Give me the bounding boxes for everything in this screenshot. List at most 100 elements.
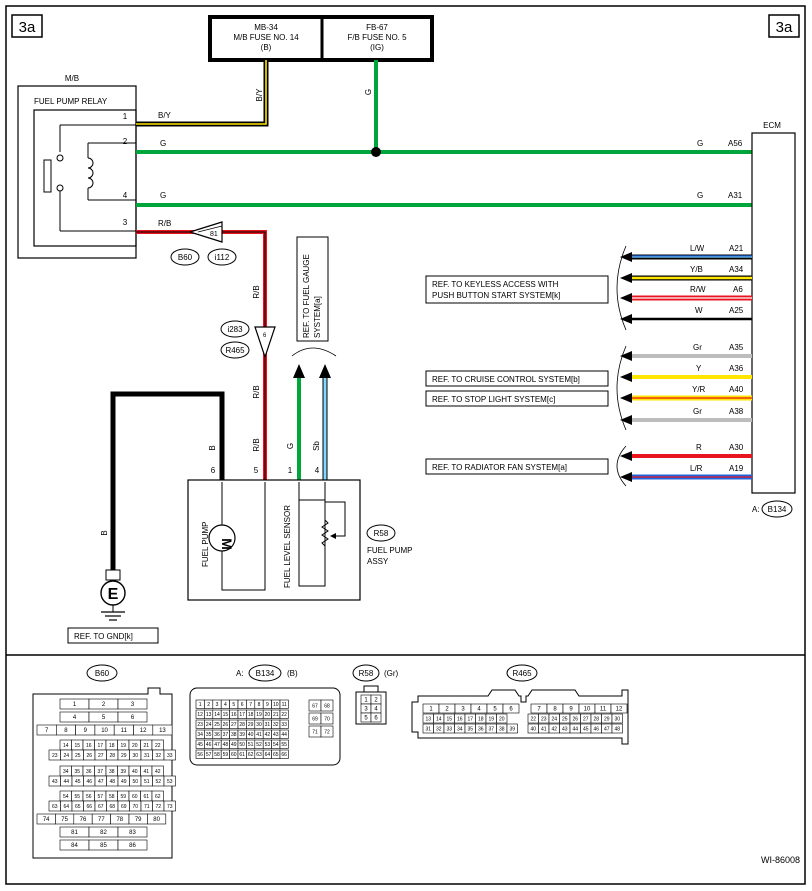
ecm-pin-a31: A31 xyxy=(728,191,743,200)
pin-number: 61 xyxy=(143,794,149,800)
pin-number: 76 xyxy=(80,817,87,823)
pin-number: 11 xyxy=(600,707,607,713)
pin-number: 31 xyxy=(144,753,150,759)
fuse-2-line3: (IG) xyxy=(370,43,384,52)
pin-number: 5 xyxy=(232,702,235,708)
pin-number: 20 xyxy=(132,743,138,749)
pin-number: 51 xyxy=(248,742,254,748)
ecm-pin-a40: A40 xyxy=(729,385,744,394)
pin-number: 19 xyxy=(488,716,494,722)
pin-number: 8 xyxy=(258,702,261,708)
mb-label: M/B xyxy=(65,74,79,83)
pin-number: 39 xyxy=(120,769,126,775)
fuse-1-line1: MB-34 xyxy=(254,23,278,32)
ref-cruise-text: REF. TO CRUISE CONTROL SYSTEM[b] xyxy=(432,375,580,384)
pin-number: 42 xyxy=(155,769,161,775)
pin-number: 36 xyxy=(478,726,484,732)
pin-number: 38 xyxy=(499,726,505,732)
ref-gnd-text: REF. TO GND[k] xyxy=(74,632,133,641)
wire-label-b-pin: B xyxy=(100,530,109,535)
ecm-pin-a35: A35 xyxy=(729,343,744,352)
pin-number: 71 xyxy=(144,804,150,810)
pin-number: 24 xyxy=(63,753,69,759)
motor-letter: M xyxy=(219,538,235,550)
fuse-2-line1: FB-67 xyxy=(366,23,388,32)
conn-b60-label: B60 xyxy=(178,253,193,262)
pump-internal xyxy=(221,482,346,591)
pin-cell xyxy=(279,709,289,719)
pin-number: 20 xyxy=(499,716,505,722)
pin-number: 36 xyxy=(86,769,92,775)
pin-number: 1 xyxy=(429,707,433,713)
relay-pin-1: 1 xyxy=(123,112,128,121)
ground-symbol xyxy=(100,569,126,621)
pin-number: 24 xyxy=(551,716,557,722)
pin-number: 38 xyxy=(231,732,237,738)
pin-number: 5 xyxy=(493,707,497,713)
pin-number: 30 xyxy=(614,716,620,722)
pin-cell xyxy=(279,719,289,729)
ecm-box xyxy=(751,132,796,494)
conn-b60-title-oval xyxy=(86,664,118,682)
pin-number: 28 xyxy=(109,753,115,759)
pin-number: 58 xyxy=(109,794,115,800)
pin-number: 21 xyxy=(143,743,149,749)
pin-number: 68 xyxy=(324,703,330,709)
wire-label-sb-sensor: Sb xyxy=(312,441,321,451)
pin-number: 1 xyxy=(364,698,368,704)
pin-number: 37 xyxy=(97,769,103,775)
wire-b-ground xyxy=(110,391,225,570)
ecm-wire-color-a21: L/W xyxy=(690,244,705,253)
wire-label-rb-1: R/B xyxy=(252,285,261,298)
pin-number: 40 xyxy=(132,769,138,775)
pin-cell xyxy=(117,826,148,838)
pin-number: 32 xyxy=(273,722,279,728)
pin-number: 62 xyxy=(248,752,254,758)
pin-number: 47 xyxy=(98,779,104,785)
pin-number: 2 xyxy=(207,702,210,708)
pin-number: 2 xyxy=(374,698,378,704)
ecm-pin-a19: A19 xyxy=(729,464,744,473)
pin-number: 80 xyxy=(153,817,160,823)
pin-number: 3 xyxy=(216,702,219,708)
pin-number: 14 xyxy=(436,716,442,722)
pin-number: 10 xyxy=(101,728,108,734)
conn-b134-oval xyxy=(248,664,282,682)
pin-number: 3 xyxy=(131,702,135,708)
pin-number: 39 xyxy=(239,732,245,738)
conn-r465-title: R465 xyxy=(512,669,532,678)
ref-stop-box xyxy=(425,390,609,407)
pin-number: 72 xyxy=(155,804,161,810)
junction-81-symbol xyxy=(187,221,223,243)
pin-cell xyxy=(117,839,148,851)
conn-r58-latch xyxy=(363,685,379,693)
ecm-wire-arrows xyxy=(620,252,632,482)
ref-radiator-text: REF. TO RADIATOR FAN SYSTEM[a] xyxy=(432,463,567,472)
pin-number: 63 xyxy=(52,804,58,810)
pin-number: 9 xyxy=(569,707,573,713)
pin-number: 77 xyxy=(98,817,105,823)
pin-number: 60 xyxy=(231,752,237,758)
pin-number: 52 xyxy=(155,779,161,785)
ref-radiator-box xyxy=(425,458,609,475)
pin-number: 81 xyxy=(71,830,78,836)
conn-b60-oval xyxy=(170,248,200,266)
pin-number: 37 xyxy=(488,726,494,732)
pin-number: 47 xyxy=(214,742,220,748)
pin-number: 56 xyxy=(86,794,92,800)
ref-keyless-box xyxy=(425,275,609,304)
ecm-pin-a25: A25 xyxy=(729,306,744,315)
ref-stop-text: REF. TO STOP LIGHT SYSTEM[c] xyxy=(432,395,555,404)
ecm-conn-label: B134 xyxy=(768,505,787,514)
pin-number: 26 xyxy=(223,722,229,728)
pin-number: 67 xyxy=(312,703,318,709)
conn-r58-label: R58 xyxy=(374,529,389,538)
relay-pin-3: 3 xyxy=(123,218,128,227)
pin-number: 28 xyxy=(593,716,599,722)
pin-cell xyxy=(152,724,173,736)
pin-number: 41 xyxy=(143,769,149,775)
pin-number: 82 xyxy=(100,830,107,836)
pin-number: 84 xyxy=(71,843,78,849)
